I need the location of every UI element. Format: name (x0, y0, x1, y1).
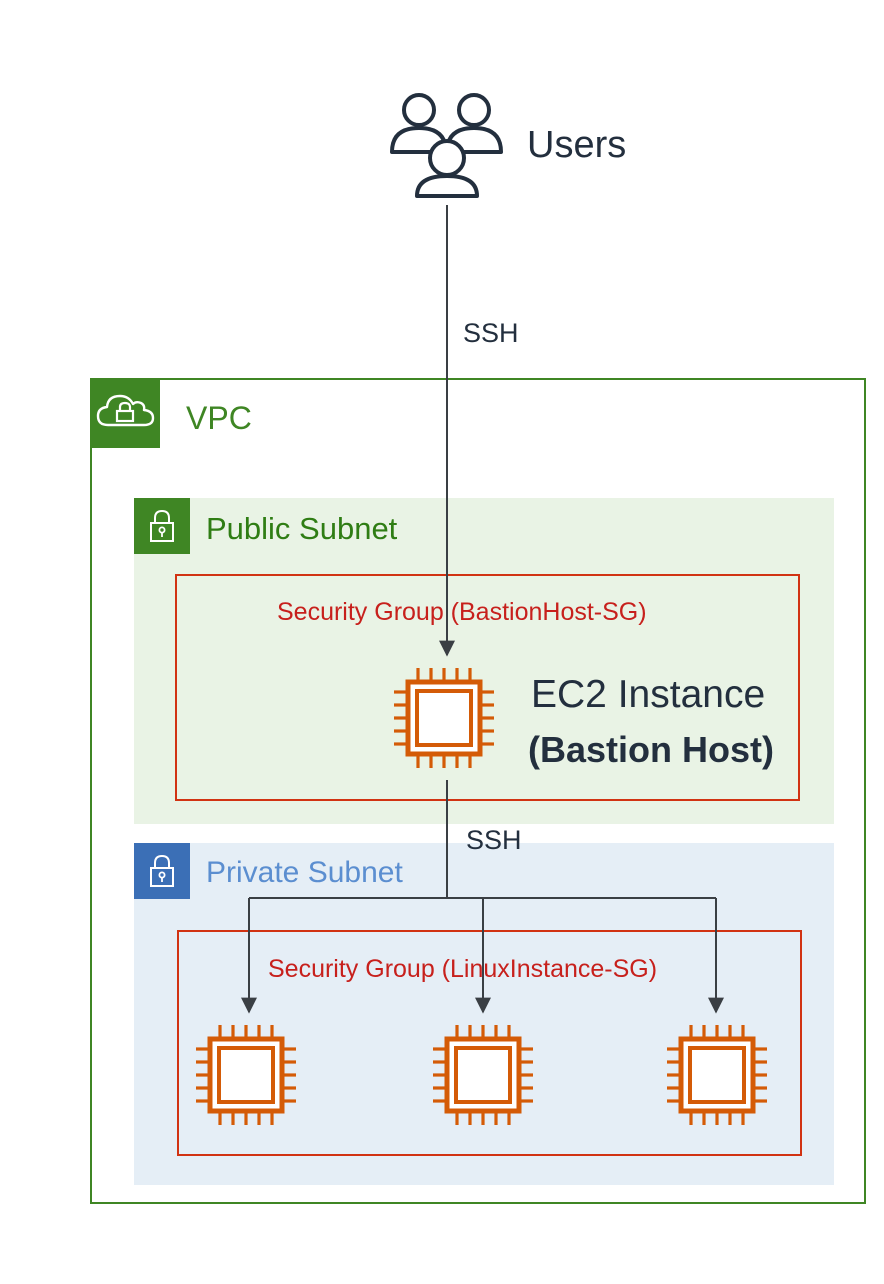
users-icon (390, 93, 503, 198)
private-subnet-badge (134, 843, 190, 899)
public-subnet-badge (134, 498, 190, 554)
ec2-chip-icon (667, 1025, 767, 1125)
ec2-instance-subtitle: (Bastion Host) (528, 729, 774, 770)
public-subnet-label: Public Subnet (206, 511, 398, 546)
ec2-chip-icon (394, 668, 494, 768)
ssh-connection-private (241, 780, 724, 1014)
vpc-container (90, 378, 866, 1204)
vpc-badge (90, 378, 160, 448)
linux-security-group (177, 930, 802, 1156)
ec2-chip-icon (433, 1025, 533, 1125)
bastion-sg-label: Security Group (BastionHost-SG) (277, 598, 647, 626)
ec2-chip-icon (196, 1025, 296, 1125)
private-subnet-label: Private Subnet (206, 856, 403, 889)
ec2-instance-title: EC2 Instance (531, 673, 766, 716)
linux-sg-label: Security Group (LinuxInstance-SG) (268, 955, 658, 983)
cloud-lock-icon (96, 394, 155, 427)
ssh-label-top: SSH (463, 318, 519, 348)
lock-icon (150, 854, 174, 887)
lock-icon (150, 509, 174, 542)
ssh-label-mid: SSH (466, 825, 522, 855)
users-label: Users (527, 124, 627, 166)
public-subnet-container (134, 498, 834, 824)
vpc-label: VPC (186, 400, 252, 436)
bastion-security-group (175, 574, 800, 801)
